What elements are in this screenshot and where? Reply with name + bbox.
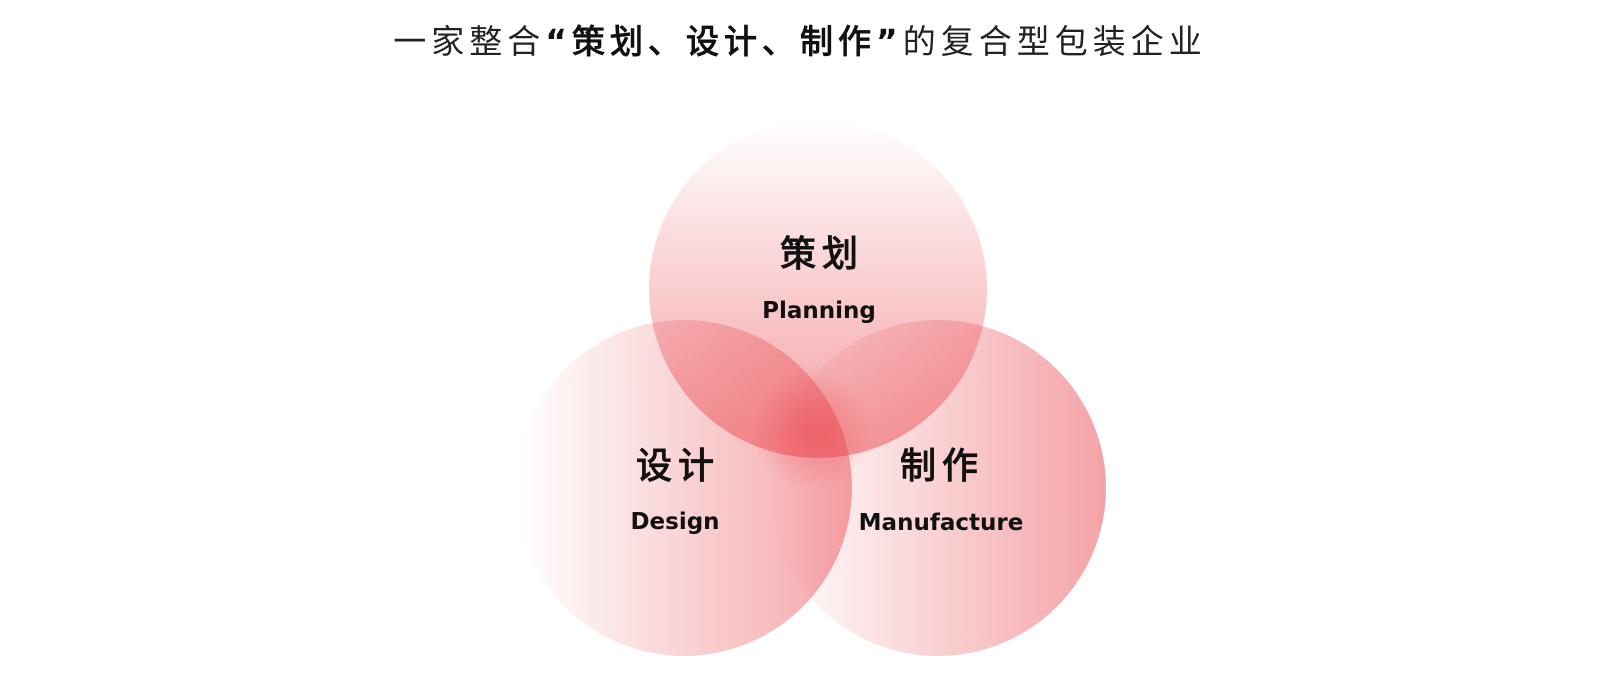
headline-prefix: 一家整合 <box>393 22 546 61</box>
label-en-manufacture: Manufacture <box>859 510 1024 536</box>
headline-suffix: 的复合型包装企业 <box>902 22 1207 61</box>
label-en-design: Design <box>630 509 719 535</box>
label-cn-design: 设计 <box>636 446 720 487</box>
label-en-planning: Planning <box>762 298 876 324</box>
headline: 一家整合“策划、设计、制作”的复合型包装企业 <box>0 20 1600 64</box>
label-cn-planning: 策划 <box>780 234 864 275</box>
venn-circle-planning <box>649 120 987 458</box>
label-cn-manufacture: 制作 <box>900 446 984 487</box>
headline-close-quote: ” <box>876 22 903 61</box>
headline-open-quote: “ <box>545 22 572 61</box>
headline-emphasis: 策划、设计、制作 <box>572 22 876 61</box>
venn-center-overlap <box>752 370 872 490</box>
